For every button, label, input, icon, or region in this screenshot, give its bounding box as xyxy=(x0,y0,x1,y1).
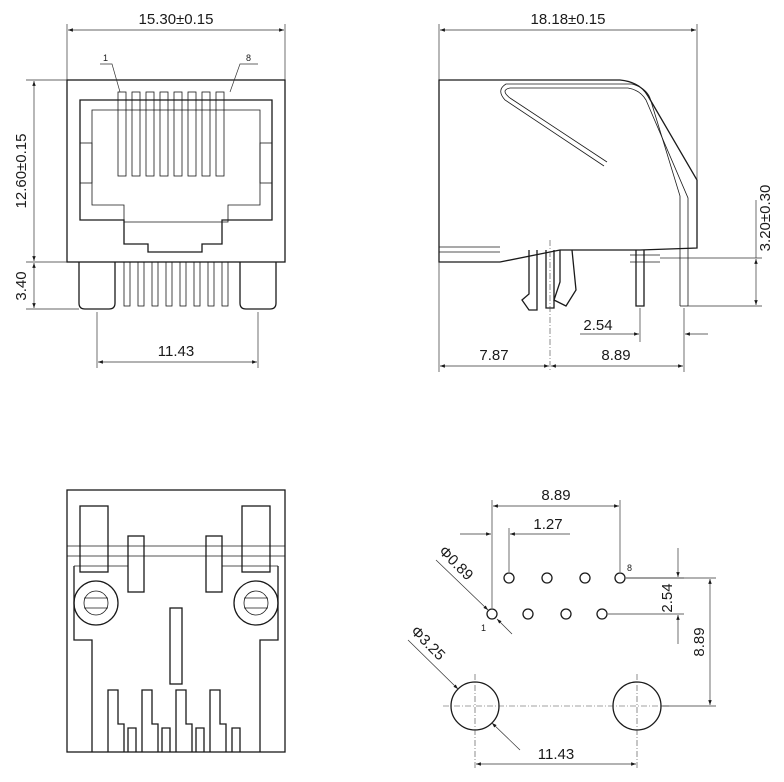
footprint-row-span-dimension: 8.89 xyxy=(541,487,570,504)
side-view: 18.18±0.15 3.20±0.30 2.54 7.87 8.89 xyxy=(438,11,774,372)
footprint-pin-holes xyxy=(486,572,626,620)
front-pin-last-label: 8 xyxy=(246,53,251,63)
side-pin-length-dimension: 3.20±0.30 xyxy=(757,185,774,252)
side-depth-dimension: 18.18±0.15 xyxy=(531,11,606,28)
footprint-row-gap-dimension: 2.54 xyxy=(659,583,676,612)
front-contact-fingers xyxy=(117,91,225,177)
bottom-pins xyxy=(107,689,241,752)
bottom-mount-post-right xyxy=(233,580,279,626)
front-view: 1 8 15.30±0.15 12.60±0.15 3.40 11.43 xyxy=(13,11,286,368)
bottom-mount-post-left xyxy=(73,580,119,626)
bottom-view xyxy=(66,489,286,753)
front-height-dimension: 12.60±0.15 xyxy=(13,134,30,209)
footprint-view: 1 8 8.89 1.27 Φ0.89 Φ3.25 2.54 8.89 11.4… xyxy=(407,487,716,770)
front-pin-first-label: 1 xyxy=(103,53,108,63)
side-pin-offset-dimension: 2.54 xyxy=(583,317,612,334)
side-body-outline xyxy=(438,79,698,263)
footprint-pin-last-label: 8 xyxy=(627,563,632,573)
footprint-pitch-dimension: 1.27 xyxy=(533,516,562,533)
side-pin-to-pin-dimension: 8.89 xyxy=(601,347,630,364)
footprint-pin-first-label: 1 xyxy=(481,623,486,633)
front-body-outline xyxy=(66,79,286,263)
front-pins xyxy=(123,261,229,307)
front-width-dimension: 15.30±0.15 xyxy=(139,11,214,28)
side-front-to-pin-dimension: 7.87 xyxy=(479,347,508,364)
front-shield-spacing-dimension: 11.43 xyxy=(158,343,194,360)
footprint-vertical-span-dimension: 8.89 xyxy=(691,627,708,656)
footprint-mount-hole-dimension: Φ3.25 xyxy=(407,623,448,664)
footprint-pin-hole-dimension: Φ0.89 xyxy=(435,543,476,584)
front-pin-height-dimension: 3.40 xyxy=(13,271,30,300)
bottom-center-slot xyxy=(169,607,183,685)
footprint-mount-spacing-dimension: 11.43 xyxy=(538,746,574,763)
